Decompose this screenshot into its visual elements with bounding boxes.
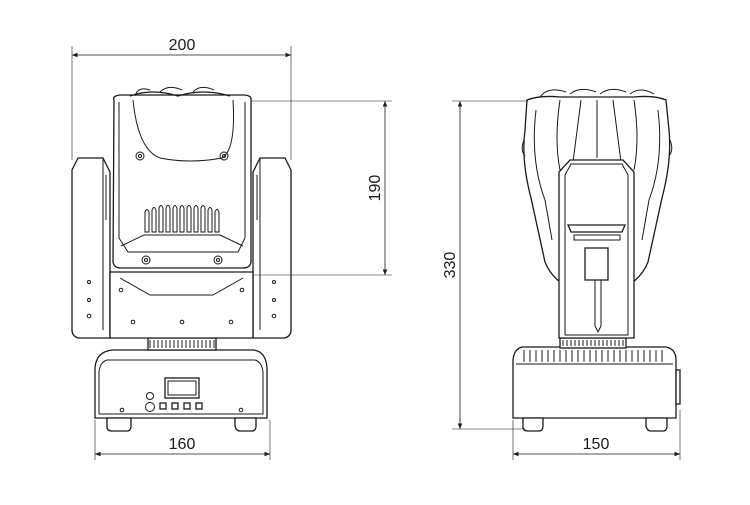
front-yoke-plate: [109, 271, 254, 339]
dimension-total-height: 330: [442, 100, 528, 430]
side-base: [512, 346, 681, 432]
control-button: [195, 402, 203, 410]
front-head: [112, 86, 252, 269]
dimension-side-base-width: 150: [512, 410, 681, 460]
dimension-label: 330: [442, 252, 459, 279]
display-panel: [164, 377, 200, 399]
dimension-label: 190: [367, 175, 384, 202]
control-button: [159, 402, 167, 410]
side-yoke: [558, 159, 635, 339]
front-view: [71, 86, 292, 432]
dimension-base-width: 160: [94, 420, 271, 460]
front-base: [94, 349, 268, 432]
side-rotation-ring: [559, 337, 627, 349]
front-rotation-ring: [147, 337, 217, 351]
dimension-head-height: 190: [251, 100, 392, 276]
dimension-label: 150: [583, 436, 610, 453]
dimension-label: 200: [169, 37, 196, 54]
side-view: [512, 88, 681, 432]
control-button: [171, 402, 179, 410]
dimension-label: 160: [169, 436, 196, 453]
head-vent: [144, 205, 220, 233]
control-button: [183, 402, 191, 410]
power-knob: [146, 392, 154, 400]
dimension-front-width: 200: [71, 37, 292, 160]
